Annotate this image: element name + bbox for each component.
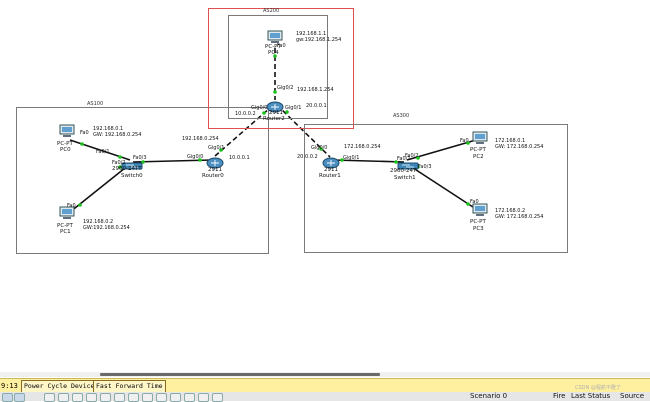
switch0-name: Switch0 <box>121 173 143 179</box>
pc2-type: PC-PT <box>470 147 486 153</box>
area-as300-label: AS300 <box>393 113 410 119</box>
router2-ip-lan: 192.168.1.254 <box>297 87 334 93</box>
router2-port-2: Gig0/2 <box>277 85 294 91</box>
switch1-port-2: Fa0/2 <box>405 153 419 159</box>
last-status-column-header: Last Status <box>571 392 611 400</box>
pc0-gw: GW: 192.168.0.254 <box>93 132 142 138</box>
area-as200 <box>208 8 354 129</box>
router0-ip-lan: 192.168.0.254 <box>182 136 219 142</box>
pc4-port: Fa0 <box>277 43 286 49</box>
router-icon <box>206 157 224 169</box>
router2-port-0: Gig0/0 <box>251 105 268 111</box>
pc3-port: Fa0 <box>470 199 479 205</box>
source-column-header: Source <box>620 392 645 400</box>
topology-canvas[interactable]: AS100 AS200 AS300 PC-PT PC0 Fa0 192.168.… <box>0 0 650 370</box>
sim-time: 9:13 <box>1 382 18 390</box>
scenario-select[interactable]: Scenario 0 <box>470 392 508 400</box>
router0-ip-wan: 10.0.0.1 <box>229 155 250 161</box>
pc4-gw: gw:192.168.1.254 <box>296 37 342 43</box>
router-icon <box>322 157 340 169</box>
pc2-name: PC2 <box>473 154 484 160</box>
pc2-port: Fa0 <box>460 138 469 144</box>
router0-model: 2911 <box>208 167 222 173</box>
pc-icon <box>59 206 75 219</box>
router1-port-0: Gig0/0 <box>311 145 328 151</box>
topology-links <box>69 48 477 213</box>
router0-port-1: Gig0/1 <box>208 145 225 151</box>
switch0-port-1: Fa0/1 <box>96 149 110 155</box>
pc4[interactable] <box>266 30 284 49</box>
switch0-port-2: Fa0/2 <box>112 160 126 166</box>
area-as100-label: AS100 <box>87 101 104 107</box>
pc0[interactable] <box>58 124 76 143</box>
pc1-port: Fa0 <box>67 203 76 209</box>
area-as300 <box>304 124 568 253</box>
router2[interactable] <box>266 98 284 117</box>
pc0-type: PC-PT <box>57 141 73 147</box>
router1-name: Router1 <box>319 173 341 179</box>
area-as200-inner <box>228 15 328 119</box>
router1-ip-lan: 172.168.0.254 <box>344 144 381 150</box>
pc4-type: PC-PT <box>265 44 281 50</box>
switch1[interactable] <box>397 156 419 175</box>
pc3-name: PC3 <box>473 226 484 232</box>
router2-ip-right: 20.0.0.1 <box>306 103 327 109</box>
watermark: CSDN @程航不瞪了 <box>575 385 621 391</box>
router-icon <box>266 101 284 113</box>
router2-name: Router2 <box>263 116 285 122</box>
pc3[interactable] <box>471 203 489 222</box>
router2-port-1: Gig0/1 <box>285 105 302 111</box>
router2-model: 2911 <box>269 110 283 116</box>
pc1-name: PC1 <box>60 229 71 235</box>
switch1-port-1: Fa0/1 <box>397 156 411 162</box>
pc2[interactable] <box>471 131 489 150</box>
switch-icon <box>121 162 143 170</box>
area-as200-label: AS200 <box>263 8 280 14</box>
switch1-model: 2960-24T <box>390 168 417 174</box>
pc1-gw: GW:192.168.0.254 <box>83 225 130 231</box>
pc1-ip: 192.168.0.2 <box>83 219 114 225</box>
router1-port-1: Gig0/1 <box>343 155 360 161</box>
fire-column-header: Fire <box>553 392 566 400</box>
pc0-ip: 192.168.0.1 <box>93 126 124 132</box>
pc-icon <box>59 124 75 137</box>
area-as100 <box>16 107 269 254</box>
router1-model: 2911 <box>324 167 338 173</box>
scrollbar-thumb[interactable] <box>100 373 380 376</box>
bottom-toolbar: Scenario 0 Fire Last Status Source <box>0 392 650 402</box>
switch0[interactable] <box>121 156 143 175</box>
router1-ip-wan: 20.0.0.2 <box>297 154 318 160</box>
pc0-name: PC0 <box>60 147 71 153</box>
switch0-model: 2960-24TT <box>112 166 142 172</box>
switch1-port-3: Fa0/3 <box>418 164 432 170</box>
pc0-port: Fa0 <box>80 130 89 136</box>
pc-icon <box>472 131 488 144</box>
pc2-ip: 172.168.0.1 <box>495 138 526 144</box>
pc2-gw: GW: 172.168.0.254 <box>495 144 544 150</box>
pc3-ip: 172.168.0.2 <box>495 208 526 214</box>
router0-name: Router0 <box>202 173 224 179</box>
pc1-type: PC-PT <box>57 223 73 229</box>
pc4-ip: 192.168.1.1 <box>296 31 327 37</box>
router0[interactable] <box>206 154 224 173</box>
pc4-name: PC4 <box>268 50 279 56</box>
pc-icon <box>267 30 283 43</box>
pc3-type: PC-PT <box>470 219 486 225</box>
router2-ip-left: 10.0.0.2 <box>235 111 256 117</box>
pc3-gw: GW: 172.168.0.254 <box>495 214 544 220</box>
pc1[interactable] <box>58 206 76 225</box>
router0-port-0: Gig0/0 <box>187 154 204 160</box>
switch-icon <box>397 162 419 170</box>
router1[interactable] <box>322 154 340 173</box>
horizontal-scrollbar[interactable] <box>0 372 650 377</box>
pc-icon <box>472 203 488 216</box>
switch0-port-3: Fa0/3 <box>133 155 147 161</box>
realtime-status-bar: 9:13 Power Cycle Devices Fast Forward Ti… <box>0 378 650 393</box>
switch1-name: Switch1 <box>394 175 416 181</box>
